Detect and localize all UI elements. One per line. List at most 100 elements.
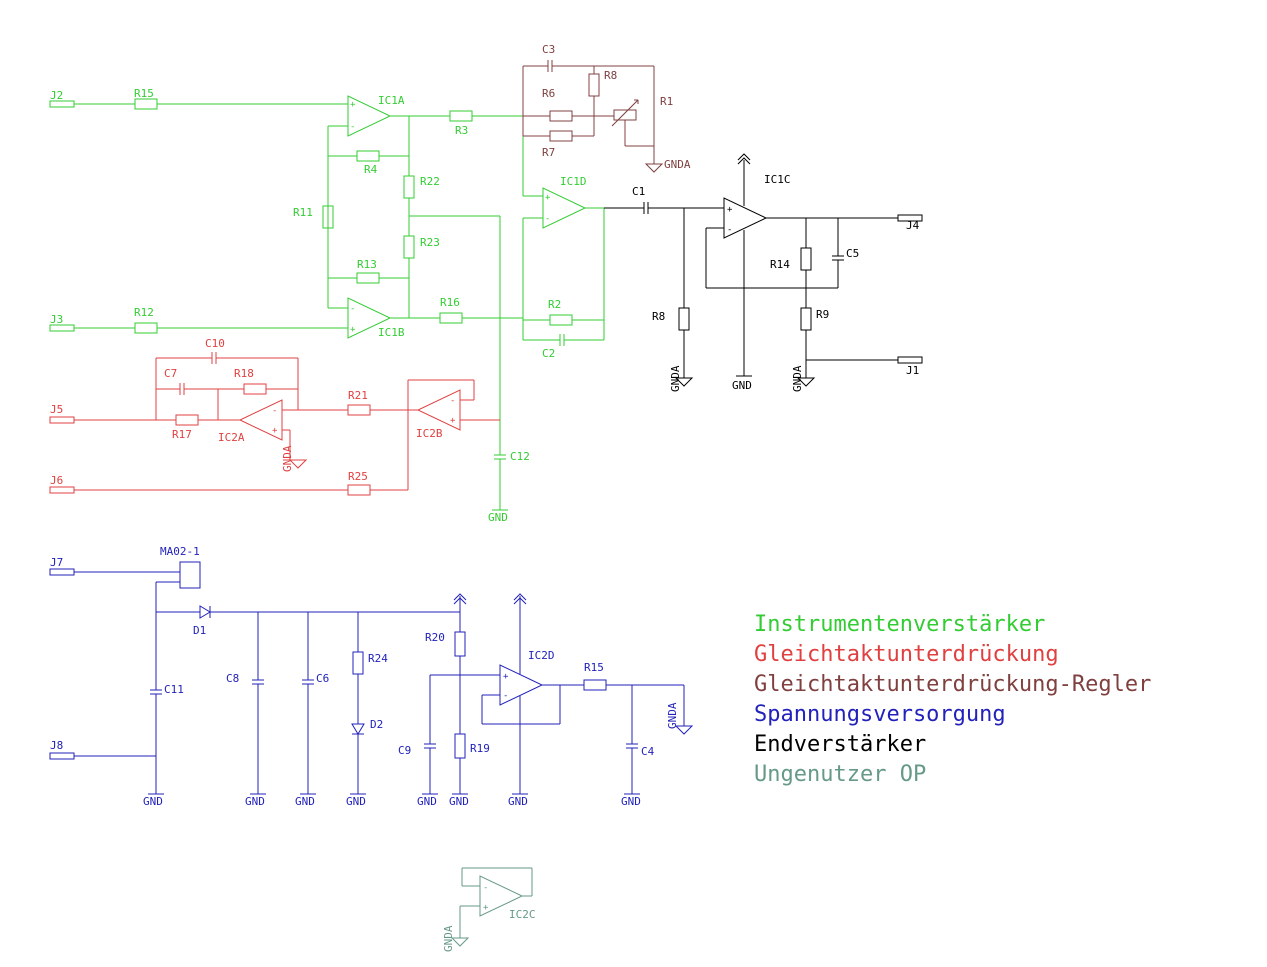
label-gnda-regulator: GNDA [664, 158, 691, 171]
label-r14: R14 [770, 258, 790, 271]
unused-opamp-section [450, 867, 533, 947]
connector-j1 [897, 356, 923, 364]
resistor-r21 [347, 404, 371, 416]
label-ic2a: IC2A [218, 431, 245, 444]
component-labels: J2 R15 IC1A R3 R4 R22 R11 R23 R13 R16 IC… [50, 43, 920, 952]
label-r12: R12 [134, 306, 154, 319]
svg-text:-: - [450, 396, 455, 406]
svg-text:+: + [350, 325, 356, 335]
svg-text:+: + [450, 416, 456, 426]
svg-text:-: - [545, 214, 550, 224]
label-c11: C11 [164, 683, 184, 696]
opamp-pin-signs: + - - + + - + - - + - + + - - + [272, 100, 733, 913]
label-c2: C2 [542, 347, 555, 360]
svg-text:-: - [272, 406, 277, 416]
resistor-r12 [134, 322, 158, 334]
label-r24: R24 [368, 652, 388, 665]
label-j2: J2 [50, 89, 63, 102]
gnda-symbol-r9 [796, 377, 816, 387]
label-gnd-c6: GND [295, 795, 315, 808]
gnda-symbol-supply [674, 725, 694, 735]
label-gnd-d2: GND [346, 795, 366, 808]
svg-text:-: - [503, 691, 508, 701]
opamp-ic2d [499, 664, 544, 706]
svg-text:+: + [503, 672, 509, 682]
label-ic1d: IC1D [560, 175, 587, 188]
label-gnd-c4: GND [621, 795, 641, 808]
common-mode-regulator-section [522, 60, 664, 173]
label-gnda-ic2a: GNDA [281, 445, 294, 472]
resistor-r13 [356, 272, 380, 284]
svg-text:-: - [350, 122, 355, 132]
label-j3: J3 [50, 313, 63, 326]
label-r7: R7 [542, 146, 555, 159]
power-supply-section [49, 561, 694, 795]
label-r8-output: R8 [652, 310, 665, 323]
label-ic2c: IC2C [509, 908, 536, 921]
resistor-r11 [322, 205, 334, 229]
opamp-ic2c [479, 875, 524, 917]
label-r4: R4 [364, 163, 378, 176]
label-j1: J1 [906, 364, 919, 377]
label-r18: R18 [234, 367, 254, 380]
legend-output-amplifier: Endverstärker [754, 732, 927, 757]
label-r13: R13 [357, 258, 377, 271]
label-c7: C7 [164, 367, 177, 380]
resistor-r6 [549, 110, 573, 122]
gnda-symbol-r8 [674, 377, 694, 387]
resistor-r8-output [678, 307, 690, 331]
resistor-r18 [243, 383, 267, 395]
resistor-r22 [403, 175, 415, 199]
svg-text:+: + [350, 100, 356, 110]
connector-ma02-1 [179, 561, 201, 589]
resistor-r2 [549, 314, 573, 326]
label-r15-top: R15 [134, 87, 154, 100]
label-j8: J8 [50, 739, 63, 752]
resistor-r20 [454, 631, 466, 657]
legend-instrument-amplifier: Instrumentenverstärker [754, 612, 1046, 637]
common-mode-rejection-section [49, 352, 500, 496]
resistor-r14 [800, 247, 812, 271]
svg-text:+: + [545, 193, 551, 203]
legend-power-supply: Spannungsversorgung [754, 702, 1006, 727]
label-ic1c: IC1C [764, 173, 791, 186]
label-r25: R25 [348, 470, 368, 483]
label-r15-supply: R15 [584, 661, 604, 674]
color-legend: Instrumentenverstärker Gleichtaktunterdr… [754, 610, 1151, 790]
label-r1: R1 [660, 95, 673, 108]
resistor-r24 [352, 651, 364, 675]
label-j7: J7 [50, 556, 63, 569]
label-gnd-r19: GND [449, 795, 469, 808]
label-r17: R17 [172, 428, 192, 441]
gnda-symbol-ic2a [288, 459, 308, 469]
label-j5: J5 [50, 403, 63, 416]
label-ic1b: IC1B [378, 326, 405, 339]
label-j6: J6 [50, 474, 63, 487]
connector-j6 [49, 486, 75, 494]
label-gnd-c11: GND [143, 795, 163, 808]
resistor-r4 [356, 150, 380, 162]
legend-common-mode-regulator: Gleichtaktunterdrückung-Regler [754, 672, 1152, 697]
label-c1: C1 [632, 185, 645, 198]
legend-unused-opamp: Ungenutzer OP [754, 762, 927, 787]
resistor-r25 [347, 484, 371, 496]
label-j4: J4 [906, 219, 920, 232]
resistor-r23 [403, 235, 415, 259]
connector-j5 [49, 416, 75, 424]
svg-text:+: + [483, 903, 489, 913]
svg-text:-: - [727, 225, 732, 235]
opamp-ic1b [347, 297, 392, 339]
label-d2: D2 [370, 718, 383, 731]
label-c8: C8 [226, 672, 239, 685]
output-amplifier-section [604, 153, 923, 387]
svg-text:-: - [483, 883, 488, 893]
resistor-r15-top [134, 98, 158, 110]
label-r8-top: R8 [604, 69, 617, 82]
label-gnd-c12: GND [488, 511, 508, 524]
potentiometer-r1 [613, 109, 637, 121]
resistor-r7 [549, 130, 573, 142]
label-ma02-1: MA02-1 [160, 545, 200, 558]
label-c5: C5 [846, 247, 859, 260]
label-gnd-ic1c: GND [732, 379, 752, 392]
